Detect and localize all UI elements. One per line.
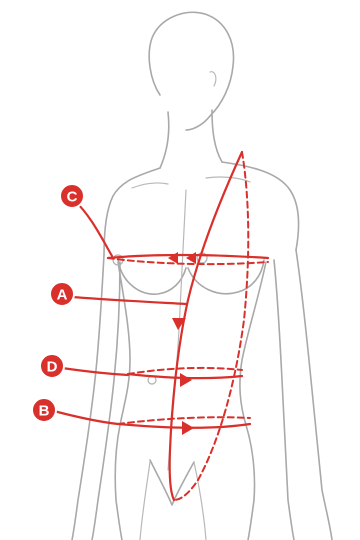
- ear-outline: [210, 72, 216, 86]
- label-b-badge: B: [32, 398, 56, 422]
- label-b-leader: [50, 410, 118, 424]
- neck-left: [160, 112, 169, 168]
- label-a-leader: [72, 297, 186, 304]
- label-d-badge: D: [40, 354, 64, 378]
- measurement-lines: [50, 152, 268, 500]
- label-c-text: C: [67, 189, 78, 206]
- label-b-text: B: [39, 403, 50, 420]
- crotch-outline: [150, 460, 194, 505]
- leg-left-inner: [140, 462, 150, 540]
- waist-line-back: [128, 368, 242, 374]
- label-d-text: D: [47, 359, 58, 376]
- torso-right-side: [240, 262, 266, 540]
- label-a-text: A: [57, 287, 68, 304]
- shoulder-left: [104, 168, 160, 255]
- torso-left-side: [115, 262, 130, 540]
- label-c-leader: [74, 200, 112, 256]
- shoulder-right: [222, 162, 298, 250]
- hip-arrow: [182, 421, 194, 435]
- head-outline: [149, 12, 233, 130]
- bust-right: [188, 260, 264, 294]
- label-a-badge: A: [50, 282, 74, 306]
- mannequin-outline: [72, 12, 332, 540]
- collarbone-left: [132, 183, 168, 188]
- label-c-badge: C: [60, 184, 84, 208]
- waist-arrow: [180, 373, 192, 387]
- arm-right-outer: [296, 250, 332, 540]
- neck-right: [212, 110, 222, 162]
- arm-right-inner: [274, 260, 294, 540]
- leg-right-inner: [194, 462, 206, 540]
- bust-left: [118, 258, 186, 294]
